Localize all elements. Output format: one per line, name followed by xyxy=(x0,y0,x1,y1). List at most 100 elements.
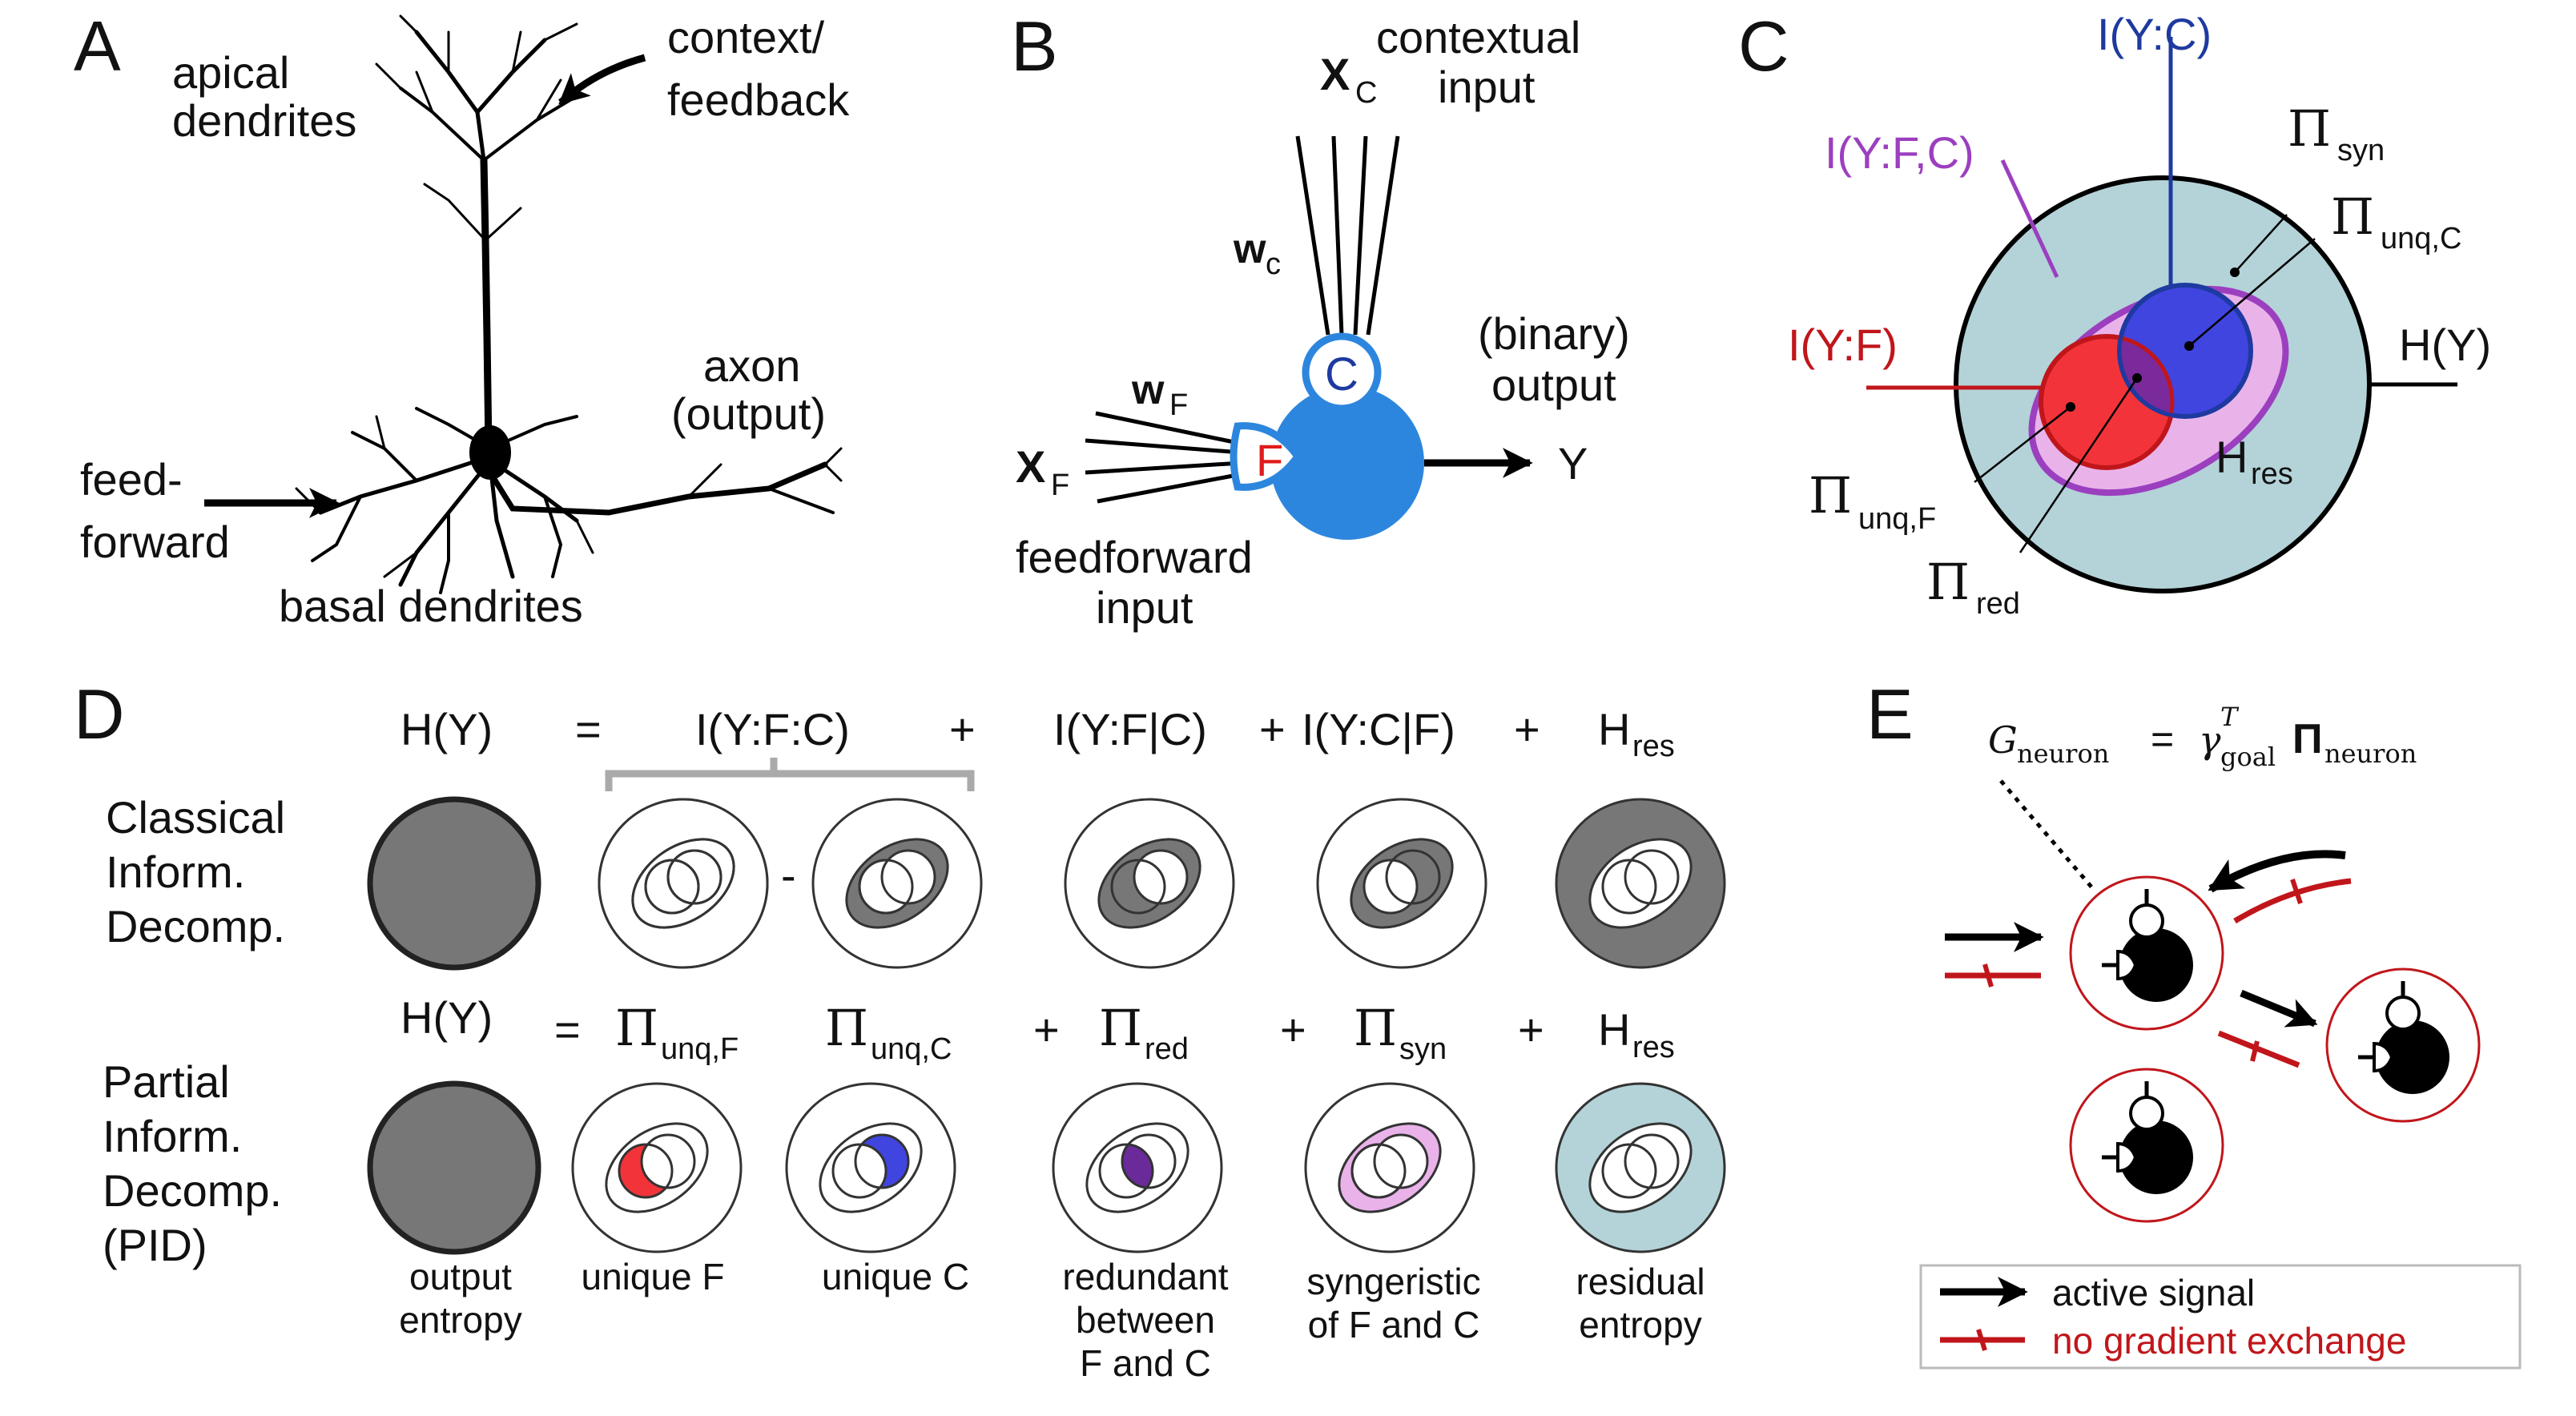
panel-a: A xyxy=(74,6,850,631)
neuron-icon-1 xyxy=(2071,877,2223,1029)
svg-text:+: + xyxy=(1259,704,1286,754)
svg-text:Partial: Partial xyxy=(103,1056,230,1107)
label-partial: Partial Inform. Decomp. (PID) xyxy=(103,1056,282,1270)
svg-text:neuron: neuron xyxy=(2324,738,2417,769)
svg-text:entropy: entropy xyxy=(1579,1304,1701,1346)
output-arrow-e-icon xyxy=(2240,989,2318,1028)
pid-unique-c-venn xyxy=(785,1082,956,1253)
svg-text:apical: apical xyxy=(172,47,289,98)
panel-a-letter: A xyxy=(74,6,121,86)
svg-text:F and C: F and C xyxy=(1080,1342,1211,1384)
svg-text:redundant: redundant xyxy=(1062,1256,1228,1297)
label-iyc: I(Y:C) xyxy=(2097,9,2212,59)
svg-text:output: output xyxy=(409,1256,512,1297)
pid-redundant-venn xyxy=(1052,1082,1223,1253)
svg-text:Π: Π xyxy=(1926,553,1970,611)
panel-c-letter: C xyxy=(1738,6,1789,86)
svg-text:goal: goal xyxy=(2220,742,2276,772)
svg-text:unq,C: unq,C xyxy=(871,1032,952,1066)
svg-text:syn: syn xyxy=(1399,1032,1447,1066)
svg-text:T: T xyxy=(2220,702,2240,732)
svg-text:I(Y:F|C): I(Y:F|C) xyxy=(1053,704,1207,754)
svg-text:Decomp.: Decomp. xyxy=(103,1165,282,1216)
svg-text:H(Y): H(Y) xyxy=(400,704,493,754)
formula-pointer xyxy=(1999,779,2096,892)
pid-unique-f-venn xyxy=(571,1082,743,1253)
svg-text:entropy: entropy xyxy=(399,1299,521,1341)
svg-text:res: res xyxy=(2251,457,2293,491)
svg-text:F: F xyxy=(1051,469,1069,502)
label-xc: X C xyxy=(1320,49,1377,110)
svg-text:Π: Π xyxy=(1354,999,1397,1057)
classical-iyf-c-venn xyxy=(1064,798,1235,969)
context-arrow-icon xyxy=(558,54,646,106)
svg-text:between: between xyxy=(1076,1299,1215,1341)
svg-text:unq,F: unq,F xyxy=(1858,502,1936,536)
svg-text:contextual: contextual xyxy=(1376,12,1580,62)
svg-text:dendrites: dendrites xyxy=(172,95,356,146)
svg-text:+: + xyxy=(1033,1004,1060,1055)
svg-text:unq,C: unq,C xyxy=(2381,222,2461,255)
svg-text:H(Y): H(Y) xyxy=(400,992,493,1043)
label-basal: basal dendrites xyxy=(279,581,583,631)
label-iyf: I(Y:F) xyxy=(1788,320,1898,370)
svg-text:G: G xyxy=(1988,718,2018,762)
svg-text:(binary): (binary) xyxy=(1478,308,1630,359)
svg-text:(PID): (PID) xyxy=(103,1220,207,1270)
svg-text:Inform.: Inform. xyxy=(103,1111,242,1161)
redundant-region xyxy=(2119,336,2172,416)
svg-text:+: + xyxy=(1280,1004,1306,1055)
svg-text:forward: forward xyxy=(80,517,230,567)
panel-d-letter: D xyxy=(74,674,125,754)
label-context-feedback: context/ feedback xyxy=(667,12,850,125)
output-y: Y xyxy=(1558,438,1588,489)
svg-text:+: + xyxy=(1518,1004,1544,1055)
svg-text:unique C: unique C xyxy=(822,1256,969,1297)
svg-text:I(Y:F:C): I(Y:F:C) xyxy=(695,704,850,754)
label-xf: X F xyxy=(1016,441,1069,502)
label-feedforward-input: feedforward input xyxy=(1016,532,1253,633)
panel-e: E G neuron = γ T goal Π neuron xyxy=(1866,674,2522,1370)
svg-text:+: + xyxy=(949,704,976,754)
c-compartment xyxy=(1302,332,1382,412)
svg-text:syn: syn xyxy=(2337,134,2385,167)
svg-text:c: c xyxy=(1266,247,1281,281)
row2-equation: H(Y) = Π unq,F Π unq,C + Π red + Π syn +… xyxy=(400,992,1675,1066)
svg-text:feed-: feed- xyxy=(80,454,183,505)
legend-active-label: active signal xyxy=(2052,1272,2255,1313)
c-label: C xyxy=(1325,348,1358,400)
svg-text:Π: Π xyxy=(1099,999,1142,1057)
label-apical: apical dendrites xyxy=(172,47,356,146)
label-wf: w F xyxy=(1131,367,1188,422)
svg-text:=: = xyxy=(554,1004,581,1055)
label-pi-unqc: Π unq,C xyxy=(2331,187,2461,255)
svg-text:Classical: Classical xyxy=(106,792,285,843)
pid-residual-venn xyxy=(1555,1082,1726,1253)
svg-text:unique F: unique F xyxy=(581,1256,724,1297)
svg-text:feedback: feedback xyxy=(667,74,850,125)
svg-text:(output): (output) xyxy=(671,388,826,439)
panel-c: C I(Y:C) I(Y:F,C) I(Y:F) H(Y) Π syn xyxy=(1738,6,2491,621)
svg-text:Inform.: Inform. xyxy=(106,847,245,897)
signal-arrows xyxy=(1945,850,2352,1068)
label-hres: H res xyxy=(2216,432,2293,491)
neuron-icon-3 xyxy=(2071,1069,2223,1221)
svg-text:res: res xyxy=(1632,730,1675,763)
svg-text:Π: Π xyxy=(825,999,868,1057)
svg-text:Π: Π xyxy=(2331,187,2374,246)
label-axon: axon (output) xyxy=(671,340,826,439)
svg-text:input: input xyxy=(1438,62,1536,112)
svg-text:H: H xyxy=(1598,1004,1630,1055)
svg-text:axon: axon xyxy=(703,340,800,391)
pid-synergy-venn xyxy=(1304,1082,1475,1253)
svg-text:=: = xyxy=(2151,717,2174,762)
classical-cmi-venn xyxy=(598,798,769,969)
svg-text:red: red xyxy=(1976,587,2020,621)
gradient-formula: G neuron = γ T goal Π neuron xyxy=(1988,702,2417,772)
pid-captions: output entropy unique F unique C redunda… xyxy=(399,1256,1705,1384)
svg-text:res: res xyxy=(1632,1031,1675,1064)
feedback-arrow-icon xyxy=(2208,850,2346,893)
svg-text:feedforward: feedforward xyxy=(1016,532,1253,582)
label-contextual-input: contextual input xyxy=(1376,12,1580,112)
soma-circle xyxy=(1270,386,1424,540)
